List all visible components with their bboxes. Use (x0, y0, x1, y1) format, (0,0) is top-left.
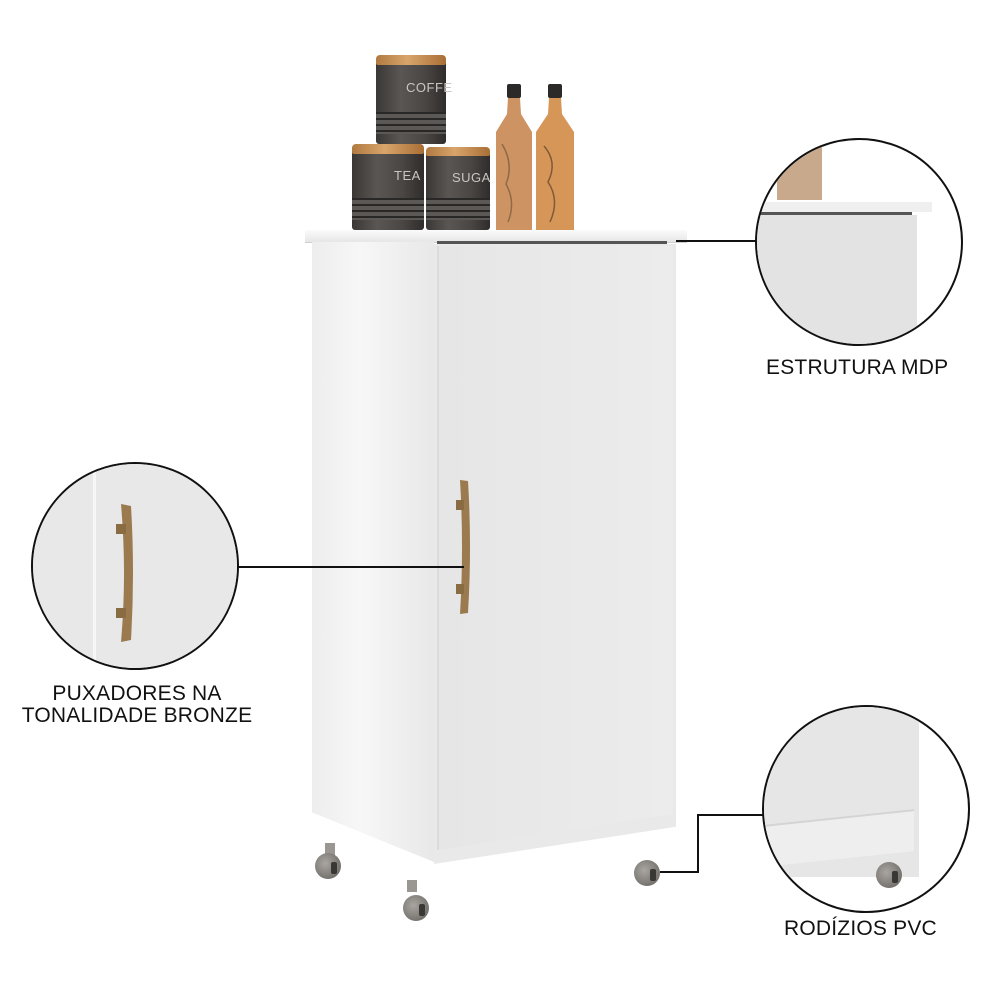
cabinet-side (312, 242, 434, 862)
handle-closeup-icon (116, 504, 133, 642)
caster-icon (634, 860, 660, 886)
connector-line (697, 814, 699, 873)
tea-canister: TEA (352, 150, 424, 230)
cabinet-top (305, 230, 687, 242)
cabinet-door[interactable] (437, 246, 673, 850)
connector-line (238, 566, 464, 568)
oil-bottle-1 (496, 84, 532, 230)
zoom-circle-casters (762, 705, 970, 913)
connector-line (697, 814, 763, 816)
tea-lid (352, 144, 424, 154)
caster-icon (315, 853, 341, 879)
caster-icon (403, 895, 429, 921)
coffee-canister: COFFE (376, 60, 452, 144)
caster-icon (876, 862, 902, 888)
label-rodizios-pvc: RODÍZIOS PVC (784, 917, 937, 940)
label-estrutura-mdp: ESTRUTURA MDP (766, 356, 949, 379)
tea-canister-label: TEA (394, 168, 421, 183)
label-puxadores: PUXADORES NA TONALIDADE BRONZE (21, 682, 253, 727)
sugar-canister-label: SUGA (452, 170, 491, 185)
connector-line (660, 871, 698, 873)
oil-bottle-2 (536, 84, 574, 230)
zoom-circle-handles (31, 462, 239, 670)
sugar-lid (426, 147, 490, 156)
top-shadow-line (437, 241, 667, 244)
door-handle[interactable] (452, 480, 476, 614)
connector-line (676, 240, 757, 242)
coffee-lid (376, 55, 446, 65)
zoom-circle-structure (755, 138, 963, 346)
coffee-canister-label: COFFE (406, 80, 453, 95)
sugar-canister: SUGA (426, 152, 490, 230)
